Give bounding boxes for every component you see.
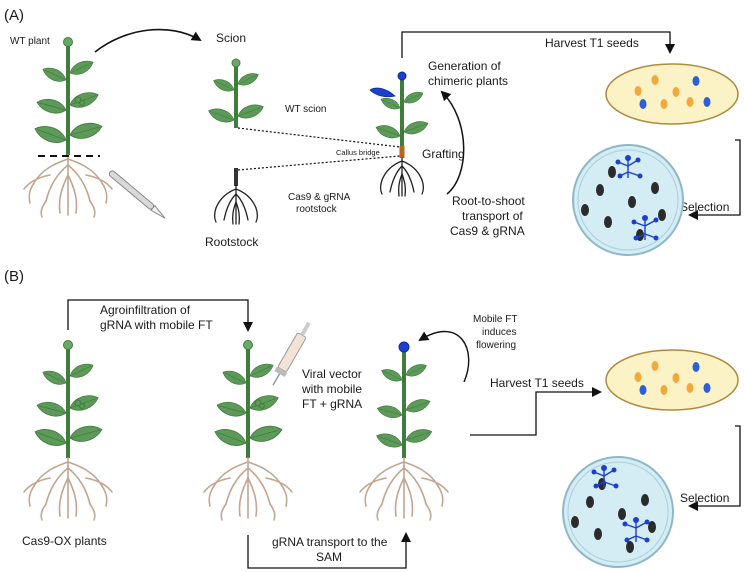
arrow-wt-to-scion <box>94 28 202 53</box>
generation-label-2: chimeric plants <box>428 74 508 88</box>
harvest-label-a: Harvest T1 seeds <box>545 36 639 50</box>
flowering-plant <box>359 341 449 521</box>
grna-label-1: gRNA transport to the <box>272 535 388 549</box>
petri-dish-a <box>572 144 684 256</box>
seed-tray-b <box>605 349 739 411</box>
blue-leaf <box>369 87 396 98</box>
agro-label-1: Agroinfiltration of <box>100 303 191 317</box>
grafted-plant <box>373 71 431 197</box>
harvest-arrow-b <box>470 387 602 436</box>
selection-label-b: Selection <box>680 491 729 505</box>
mobile-ft-arrow <box>418 330 470 383</box>
harvest-label-b: Harvest T1 seeds <box>490 376 584 390</box>
arrow-root-to-shoot <box>440 90 465 195</box>
transport-label-2: transport of <box>462 209 523 223</box>
scion-label: Scion <box>216 31 246 45</box>
grna-label-2: SAM <box>316 550 342 564</box>
dotted-scion <box>237 127 401 148</box>
rootstock <box>213 168 259 225</box>
wt-plant-label: WT plant <box>10 36 50 47</box>
rootstock-title: Rootstock <box>205 235 259 249</box>
viral-label-1: Viral vector <box>302 367 362 381</box>
panel-b-label: (B) <box>4 268 24 285</box>
callus-bridge-label: Callus bridge <box>336 148 380 157</box>
scalpel-icon <box>108 170 166 219</box>
rootstock-label-1: Cas9 & gRNA <box>288 192 351 203</box>
petri-dish-b <box>562 456 674 568</box>
selection-label-a: Selection <box>680 200 729 214</box>
dotted-rootstock <box>237 155 401 171</box>
agro-label-2: gRNA with mobile FT <box>100 318 213 332</box>
wt-scion <box>206 58 266 128</box>
wt-plant <box>23 38 113 218</box>
seed-tray-a <box>605 63 739 125</box>
cas9-ox-plant-1 <box>23 341 113 521</box>
grafting-label: Grafting <box>422 147 465 161</box>
mobile-label-3: flowering <box>476 340 516 351</box>
agro-arrow <box>67 299 253 332</box>
viral-label-3: FT + gRNA <box>302 397 362 411</box>
wt-scion-label: WT scion <box>285 104 327 115</box>
panel-a-label: (A) <box>4 7 24 24</box>
selection-arrow-b <box>688 425 741 511</box>
harvest-arrow-a <box>401 31 675 58</box>
rootstock-label-2: rootstock <box>296 204 338 215</box>
transport-label-1: Root-to-shoot <box>452 194 525 208</box>
selection-arrow-a <box>688 139 741 220</box>
generation-label-1: Generation of <box>428 59 501 73</box>
mobile-label-1: Mobile FT <box>473 314 517 325</box>
transport-label-3: Cas9 & gRNA <box>450 224 525 238</box>
viral-label-2: with mobile <box>301 382 362 396</box>
grna-transport-arrow <box>247 532 411 569</box>
syringe-icon <box>272 321 311 386</box>
cas9-ox-label: Cas9-OX plants <box>22 534 107 548</box>
mobile-label-2: induces <box>482 327 516 338</box>
